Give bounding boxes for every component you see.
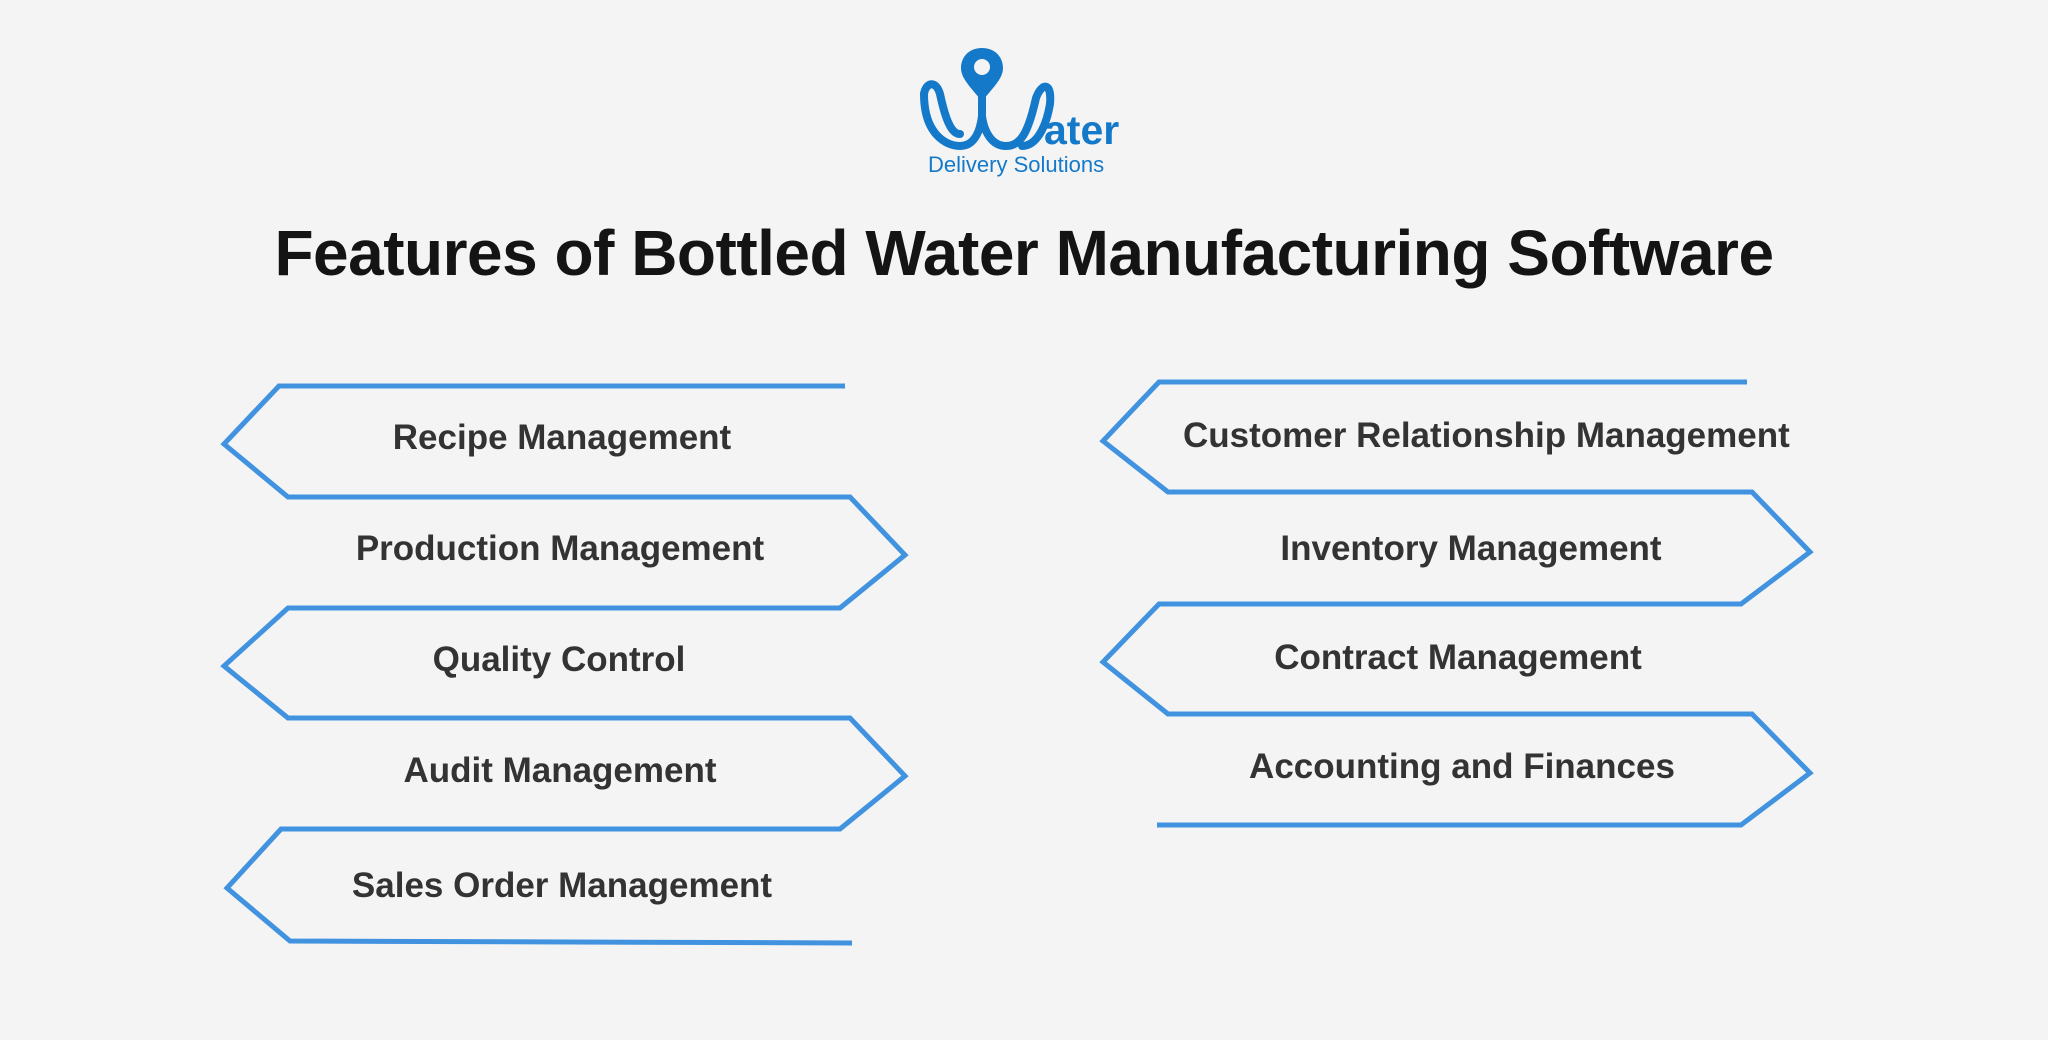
feature-label-audit-management: Audit Management xyxy=(403,751,717,790)
feature-label-contract-management: Contract Management xyxy=(1274,638,1642,677)
feature-label-sales-order-management: Sales Order Management xyxy=(351,866,773,905)
feature-label-inventory-management: Inventory Management xyxy=(1280,529,1662,568)
brand-logo: ater Delivery Solutions xyxy=(918,42,1128,182)
feature-label-quality-control: Quality Control xyxy=(432,640,686,679)
frame-recipe-management xyxy=(220,383,909,946)
frame-customer-relationship-management xyxy=(1099,379,1814,828)
page-title: Features of Bottled Water Manufacturing … xyxy=(274,217,1774,289)
feature-label-customer-relationship-management: Customer Relationship Management xyxy=(1183,416,1790,455)
logo-wordmark: ater xyxy=(1044,107,1120,153)
feature-label-accounting-and-finances: Accounting and Finances xyxy=(1249,747,1675,786)
logo-subtitle: Delivery Solutions xyxy=(928,152,1105,177)
feature-label-recipe-management: Recipe Management xyxy=(392,418,732,457)
logo-w-pin-icon xyxy=(920,48,1055,150)
feature-label-production-management: Production Management xyxy=(355,529,765,568)
